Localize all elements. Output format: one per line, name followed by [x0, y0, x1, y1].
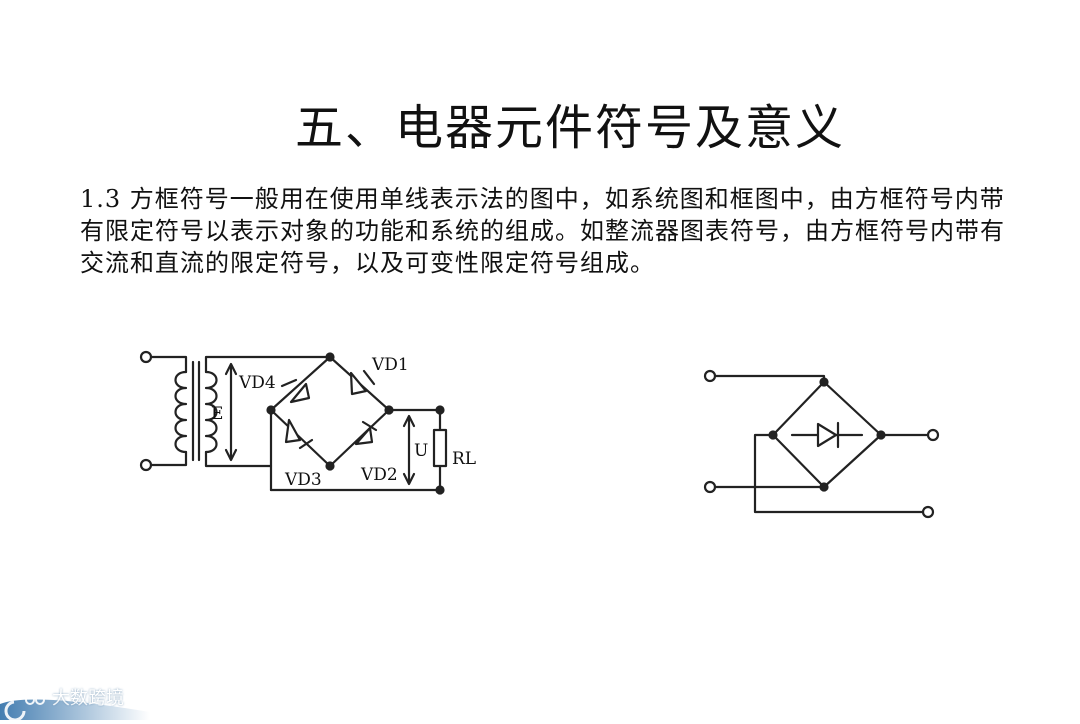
diode-vd2: [354, 420, 378, 446]
secondary-coil: [204, 370, 218, 454]
label-vd1: VD1: [371, 355, 409, 375]
primary-lead-top: [149, 355, 188, 374]
node-output-top: [435, 405, 445, 415]
label-u: U: [414, 441, 428, 461]
bridge-edge-bottom-left: [269, 408, 332, 468]
label-vd2: VD2: [360, 465, 398, 485]
rectifier-bridge-symbol: [703, 369, 940, 519]
terminal-top-left: [703, 369, 717, 383]
rectifier-diode-triangle: [816, 422, 838, 448]
terminal-bottom-left: [703, 480, 717, 494]
label-e: E: [211, 404, 223, 424]
secondary-lead-top: [204, 355, 332, 374]
node-bottom: [325, 461, 335, 471]
node-diamond-bottom: [819, 482, 829, 492]
diode-vd4: [280, 378, 311, 404]
node-top: [325, 352, 335, 362]
node-diamond-left: [768, 430, 778, 440]
page-title: 五、电器元件符号及意义: [294, 100, 845, 156]
node-output-bottom: [435, 485, 445, 495]
secondary-lead-bottom: [204, 450, 273, 468]
wire-left-loop: [753, 433, 925, 514]
node-right: [384, 405, 394, 415]
voltage-e-arrowhead-top: [224, 362, 238, 376]
label-vd3: VD3: [284, 470, 322, 490]
label-vd4: VD4: [238, 373, 276, 393]
node-left: [266, 405, 276, 415]
node-diamond-right: [876, 430, 886, 440]
diode-vd3: [284, 418, 314, 450]
voltage-u-arrowhead-bottom: [402, 472, 416, 486]
diode-vd1: [349, 369, 376, 396]
input-terminal-bottom: [139, 458, 153, 472]
voltage-e-arrowhead-bottom: [224, 448, 238, 462]
terminal-right: [926, 428, 940, 442]
wire-top: [713, 374, 826, 384]
primary-lead-bottom: [149, 450, 188, 467]
bridge-edge-top-left: [269, 355, 332, 412]
watermark-logo-icon: [0, 695, 150, 722]
body-paragraph: 1.3 方框符号一般用在使用单线表示法的图中，如系统图和框图中，由方框符号内带有…: [80, 185, 1005, 277]
bridge-rectifier-circuit: VD1 VD4 VD3 VD2 E U RL: [139, 350, 476, 495]
voltage-u-arrowhead-top: [402, 414, 416, 428]
label-rl: RL: [452, 449, 476, 469]
node-diamond-top: [819, 377, 829, 387]
watermark: 大数跨境: [0, 682, 150, 722]
load-resistor: [432, 428, 448, 468]
primary-coil: [174, 370, 188, 454]
terminal-bottom-right: [921, 505, 935, 519]
bridge-edge-bottom-right: [328, 408, 391, 468]
input-terminal-top: [139, 350, 153, 364]
watermark-text: 大数跨境: [52, 688, 124, 709]
